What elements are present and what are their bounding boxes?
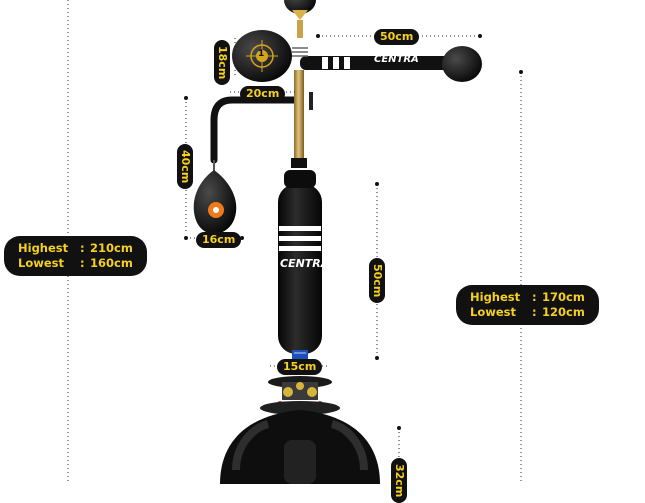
- spring: [292, 47, 308, 57]
- hook-offset-label: 20cm: [240, 86, 286, 102]
- left-highest-label: Highest: [18, 241, 69, 255]
- arm-brand-logo: CENTRA: [374, 54, 419, 65]
- product-illustration: [67, 0, 523, 484]
- left-lowest-value: 160cm: [90, 256, 133, 270]
- left-highest-value: 210cm: [90, 241, 133, 255]
- left-lowest-label: Lowest: [18, 256, 64, 270]
- suction-base: [220, 376, 380, 484]
- pole-diameter-label: 15cm: [277, 359, 323, 375]
- arm-length-label: 50cm: [374, 29, 420, 45]
- telescopic-pole: [294, 70, 304, 166]
- right-height-spec: Highest : 170cm Lowest : 120cm: [456, 285, 599, 325]
- reflex-ball-width-label: 16cm: [196, 232, 242, 248]
- product-stage: CENTRA CENTRA 1 18cm 50cm 20cm 40cm 16cm…: [4, 0, 599, 503]
- right-highest-value: 170cm: [542, 290, 585, 304]
- right-lowest-label: Lowest: [470, 305, 516, 319]
- target-number: 1: [258, 49, 265, 59]
- heavy-bag: [278, 170, 322, 354]
- hook-arm: [210, 96, 304, 164]
- left-height-spec: Highest : 210cm Lowest : 160cm: [4, 236, 147, 276]
- drop-length-label: 40cm: [177, 144, 193, 190]
- target-speed-ball: [232, 30, 292, 82]
- horizontal-arm: [300, 46, 482, 82]
- top-speed-ball: [284, 0, 316, 38]
- reflex-ball: [193, 160, 237, 234]
- bag-brand-logo: CENTRA: [280, 257, 330, 270]
- right-highest-label: Highest: [470, 290, 521, 304]
- bag-height-label: 50cm: [369, 258, 385, 304]
- base-height-label: 32cm: [391, 458, 407, 503]
- right-lowest-value: 120cm: [542, 305, 585, 319]
- speed-ball-height-label: 18cm: [214, 40, 230, 86]
